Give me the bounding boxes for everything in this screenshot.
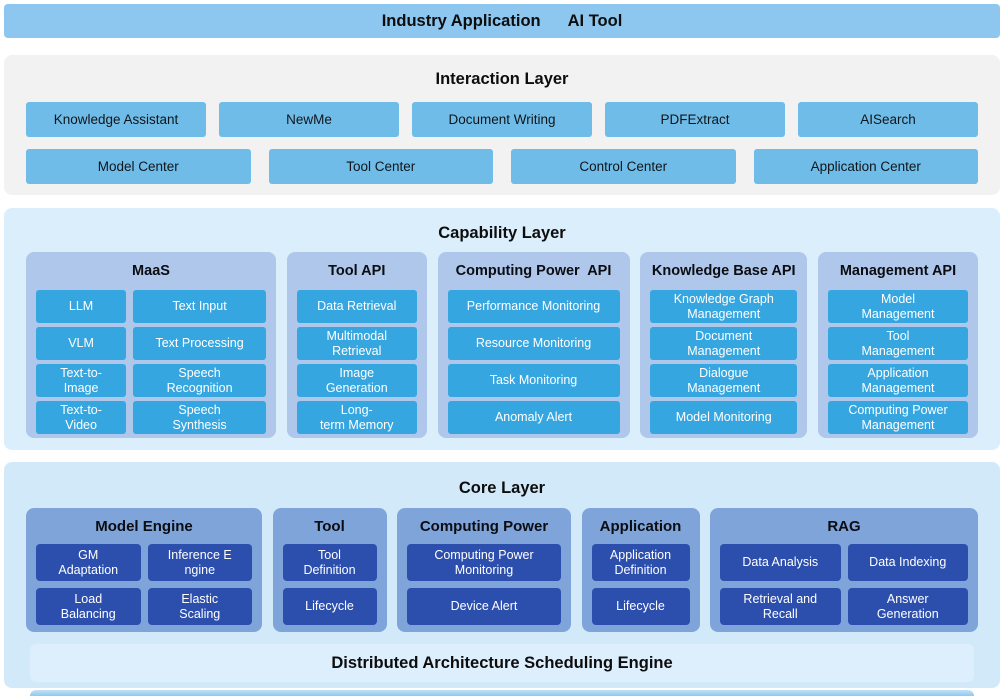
- cell-application-management: Application Management: [828, 364, 968, 397]
- box-application-center: Application Center: [753, 149, 978, 184]
- cell-gm-adaptation: GM Adaptation: [36, 544, 141, 581]
- cell-dialogue-management: Dialogue Management: [650, 364, 798, 397]
- column-management-api-header: Management API: [839, 263, 957, 279]
- interaction-layer-panel: Interaction Layer Knowledge Assistant Ne…: [4, 55, 1000, 195]
- column-tool-api: Tool API Data Retrieval Multimodal Retri…: [286, 252, 427, 438]
- column-model-engine-cells: GM Adaptation Inference E ngine Load Bal…: [36, 544, 252, 625]
- box-model-center: Model Center: [26, 149, 251, 184]
- cell-data-indexing: Data Indexing: [847, 544, 968, 581]
- cell-computing-power-monitoring: Computing Power Monitoring: [407, 544, 561, 581]
- cell-speech-recognition: Speech Recognition: [133, 364, 266, 397]
- cell-text-input: Text Input: [133, 290, 266, 323]
- cell-data-analysis: Data Analysis: [720, 544, 841, 581]
- cell-llm: LLM: [36, 290, 127, 323]
- column-tool-api-header: Tool API: [328, 263, 386, 279]
- cell-computing-power-management: Computing Power Management: [828, 401, 968, 434]
- column-application: Application Application Definition Lifec…: [581, 508, 700, 632]
- cell-device-alert: Device Alert: [407, 588, 561, 625]
- capability-layer-title: Capability Layer: [438, 224, 566, 242]
- box-pdfextract: PDFExtract: [605, 102, 785, 137]
- cell-anomaly-alert: Anomaly Alert: [447, 401, 620, 434]
- column-knowledge-base-api-header: Knowledge Base API: [651, 263, 796, 279]
- cell-inference-engine: Inference E ngine: [147, 544, 252, 581]
- column-knowledge-base-api-cells: Knowledge Graph Management Document Mana…: [650, 290, 798, 434]
- cell-speech-synthesis: Speech Synthesis: [133, 401, 266, 434]
- cell-model-management: Model Management: [828, 290, 968, 323]
- column-rag-cells: Data Analysis Data Indexing Retrieval an…: [720, 544, 968, 625]
- column-computing-power-api: Computing Power API Performance Monitori…: [437, 252, 630, 438]
- cell-task-monitoring: Task Monitoring: [447, 364, 620, 397]
- cell-resource-monitoring: Resource Monitoring: [447, 327, 620, 360]
- cell-multimodal-retrieval: Multimodal Retrieval: [296, 327, 417, 360]
- box-control-center: Control Center: [511, 149, 736, 184]
- cell-tool-lifecycle: Lifecycle: [282, 588, 377, 625]
- cell-text-to-video: Text-to- Video: [36, 401, 127, 434]
- core-layer-panel: Core Layer Model Engine GM Adaptation In…: [4, 462, 1000, 688]
- industry-application-banner: Industry Application AI Tool: [4, 4, 1000, 38]
- column-computing-power-api-cells: Performance Monitoring Resource Monitori…: [447, 290, 620, 434]
- box-knowledge-assistant: Knowledge Assistant: [26, 102, 206, 137]
- banner-title-ai-tool: AI Tool: [567, 11, 623, 30]
- distributed-scheduling-engine-bar: Distributed Architecture Scheduling Engi…: [30, 644, 974, 682]
- cell-knowledge-graph-management: Knowledge Graph Management: [650, 290, 798, 323]
- box-tool-center: Tool Center: [268, 149, 493, 184]
- column-knowledge-base-api: Knowledge Base API Knowledge Graph Manag…: [640, 252, 808, 438]
- cell-long-term-memory: Long- term Memory: [296, 401, 417, 434]
- bottom-cutoff-bar: [30, 690, 974, 696]
- cell-model-monitoring: Model Monitoring: [650, 401, 798, 434]
- box-document-writing: Document Writing: [412, 102, 592, 137]
- column-tool-header: Tool: [314, 517, 345, 535]
- column-computing-power: Computing Power Computing Power Monitori…: [397, 508, 571, 632]
- cell-data-retrieval: Data Retrieval: [296, 290, 417, 323]
- interaction-row-1: Knowledge Assistant NewMe Document Writi…: [26, 102, 978, 137]
- column-tool: Tool Tool Definition Lifecycle: [272, 508, 387, 632]
- core-columns: Model Engine GM Adaptation Inference E n…: [26, 508, 978, 632]
- column-rag: RAG Data Analysis Data Indexing Retrieva…: [710, 508, 978, 632]
- column-rag-header: RAG: [827, 517, 861, 535]
- capability-layer-panel: Capability Layer MaaS LLM Text Input VLM…: [4, 208, 1000, 450]
- capability-columns: MaaS LLM Text Input VLM Text Processing …: [26, 252, 978, 438]
- column-management-api: Management API Model Management Tool Man…: [818, 252, 978, 438]
- column-maas: MaaS LLM Text Input VLM Text Processing …: [26, 252, 276, 438]
- interaction-row-2: Model Center Tool Center Control Center …: [26, 149, 978, 184]
- cell-tool-definition: Tool Definition: [282, 544, 377, 581]
- column-maas-cells: LLM Text Input VLM Text Processing Text-…: [36, 290, 266, 434]
- column-application-cells: Application Definition Lifecycle: [591, 544, 690, 625]
- cell-text-processing: Text Processing: [133, 327, 266, 360]
- cell-document-management: Document Management: [650, 327, 798, 360]
- column-tool-cells: Tool Definition Lifecycle: [282, 544, 377, 625]
- box-aisearch: AISearch: [798, 102, 978, 137]
- column-maas-header: MaaS: [132, 263, 170, 279]
- column-application-header: Application: [599, 517, 682, 535]
- cell-image-generation: Image Generation: [296, 364, 417, 397]
- column-tool-api-cells: Data Retrieval Multimodal Retrieval Imag…: [296, 290, 417, 434]
- cell-application-definition: Application Definition: [591, 544, 690, 581]
- cell-answer-generation: Answer Generation: [847, 588, 968, 625]
- core-layer-title: Core Layer: [458, 479, 546, 497]
- column-computing-power-header: Computing Power: [419, 517, 549, 535]
- banner-title-industry-application: Industry Application: [381, 11, 541, 30]
- cell-application-lifecycle: Lifecycle: [591, 588, 690, 625]
- cell-vlm: VLM: [36, 327, 127, 360]
- column-model-engine-header: Model Engine: [95, 517, 193, 535]
- column-management-api-cells: Model Management Tool Management Applica…: [828, 290, 968, 434]
- column-computing-power-api-header: Computing Power API: [455, 263, 612, 279]
- box-newme: NewMe: [219, 102, 399, 137]
- column-model-engine: Model Engine GM Adaptation Inference E n…: [26, 508, 262, 632]
- cell-elastic-scaling: Elastic Scaling: [147, 588, 252, 625]
- interaction-layer-title: Interaction Layer: [435, 70, 569, 88]
- cell-retrieval-and-recall: Retrieval and Recall: [720, 588, 841, 625]
- cell-load-balancing: Load Balancing: [36, 588, 141, 625]
- cell-text-to-image: Text-to- Image: [36, 364, 127, 397]
- cell-performance-monitoring: Performance Monitoring: [447, 290, 620, 323]
- cell-tool-management: Tool Management: [828, 327, 968, 360]
- column-computing-power-cells: Computing Power Monitoring Device Alert: [407, 544, 561, 625]
